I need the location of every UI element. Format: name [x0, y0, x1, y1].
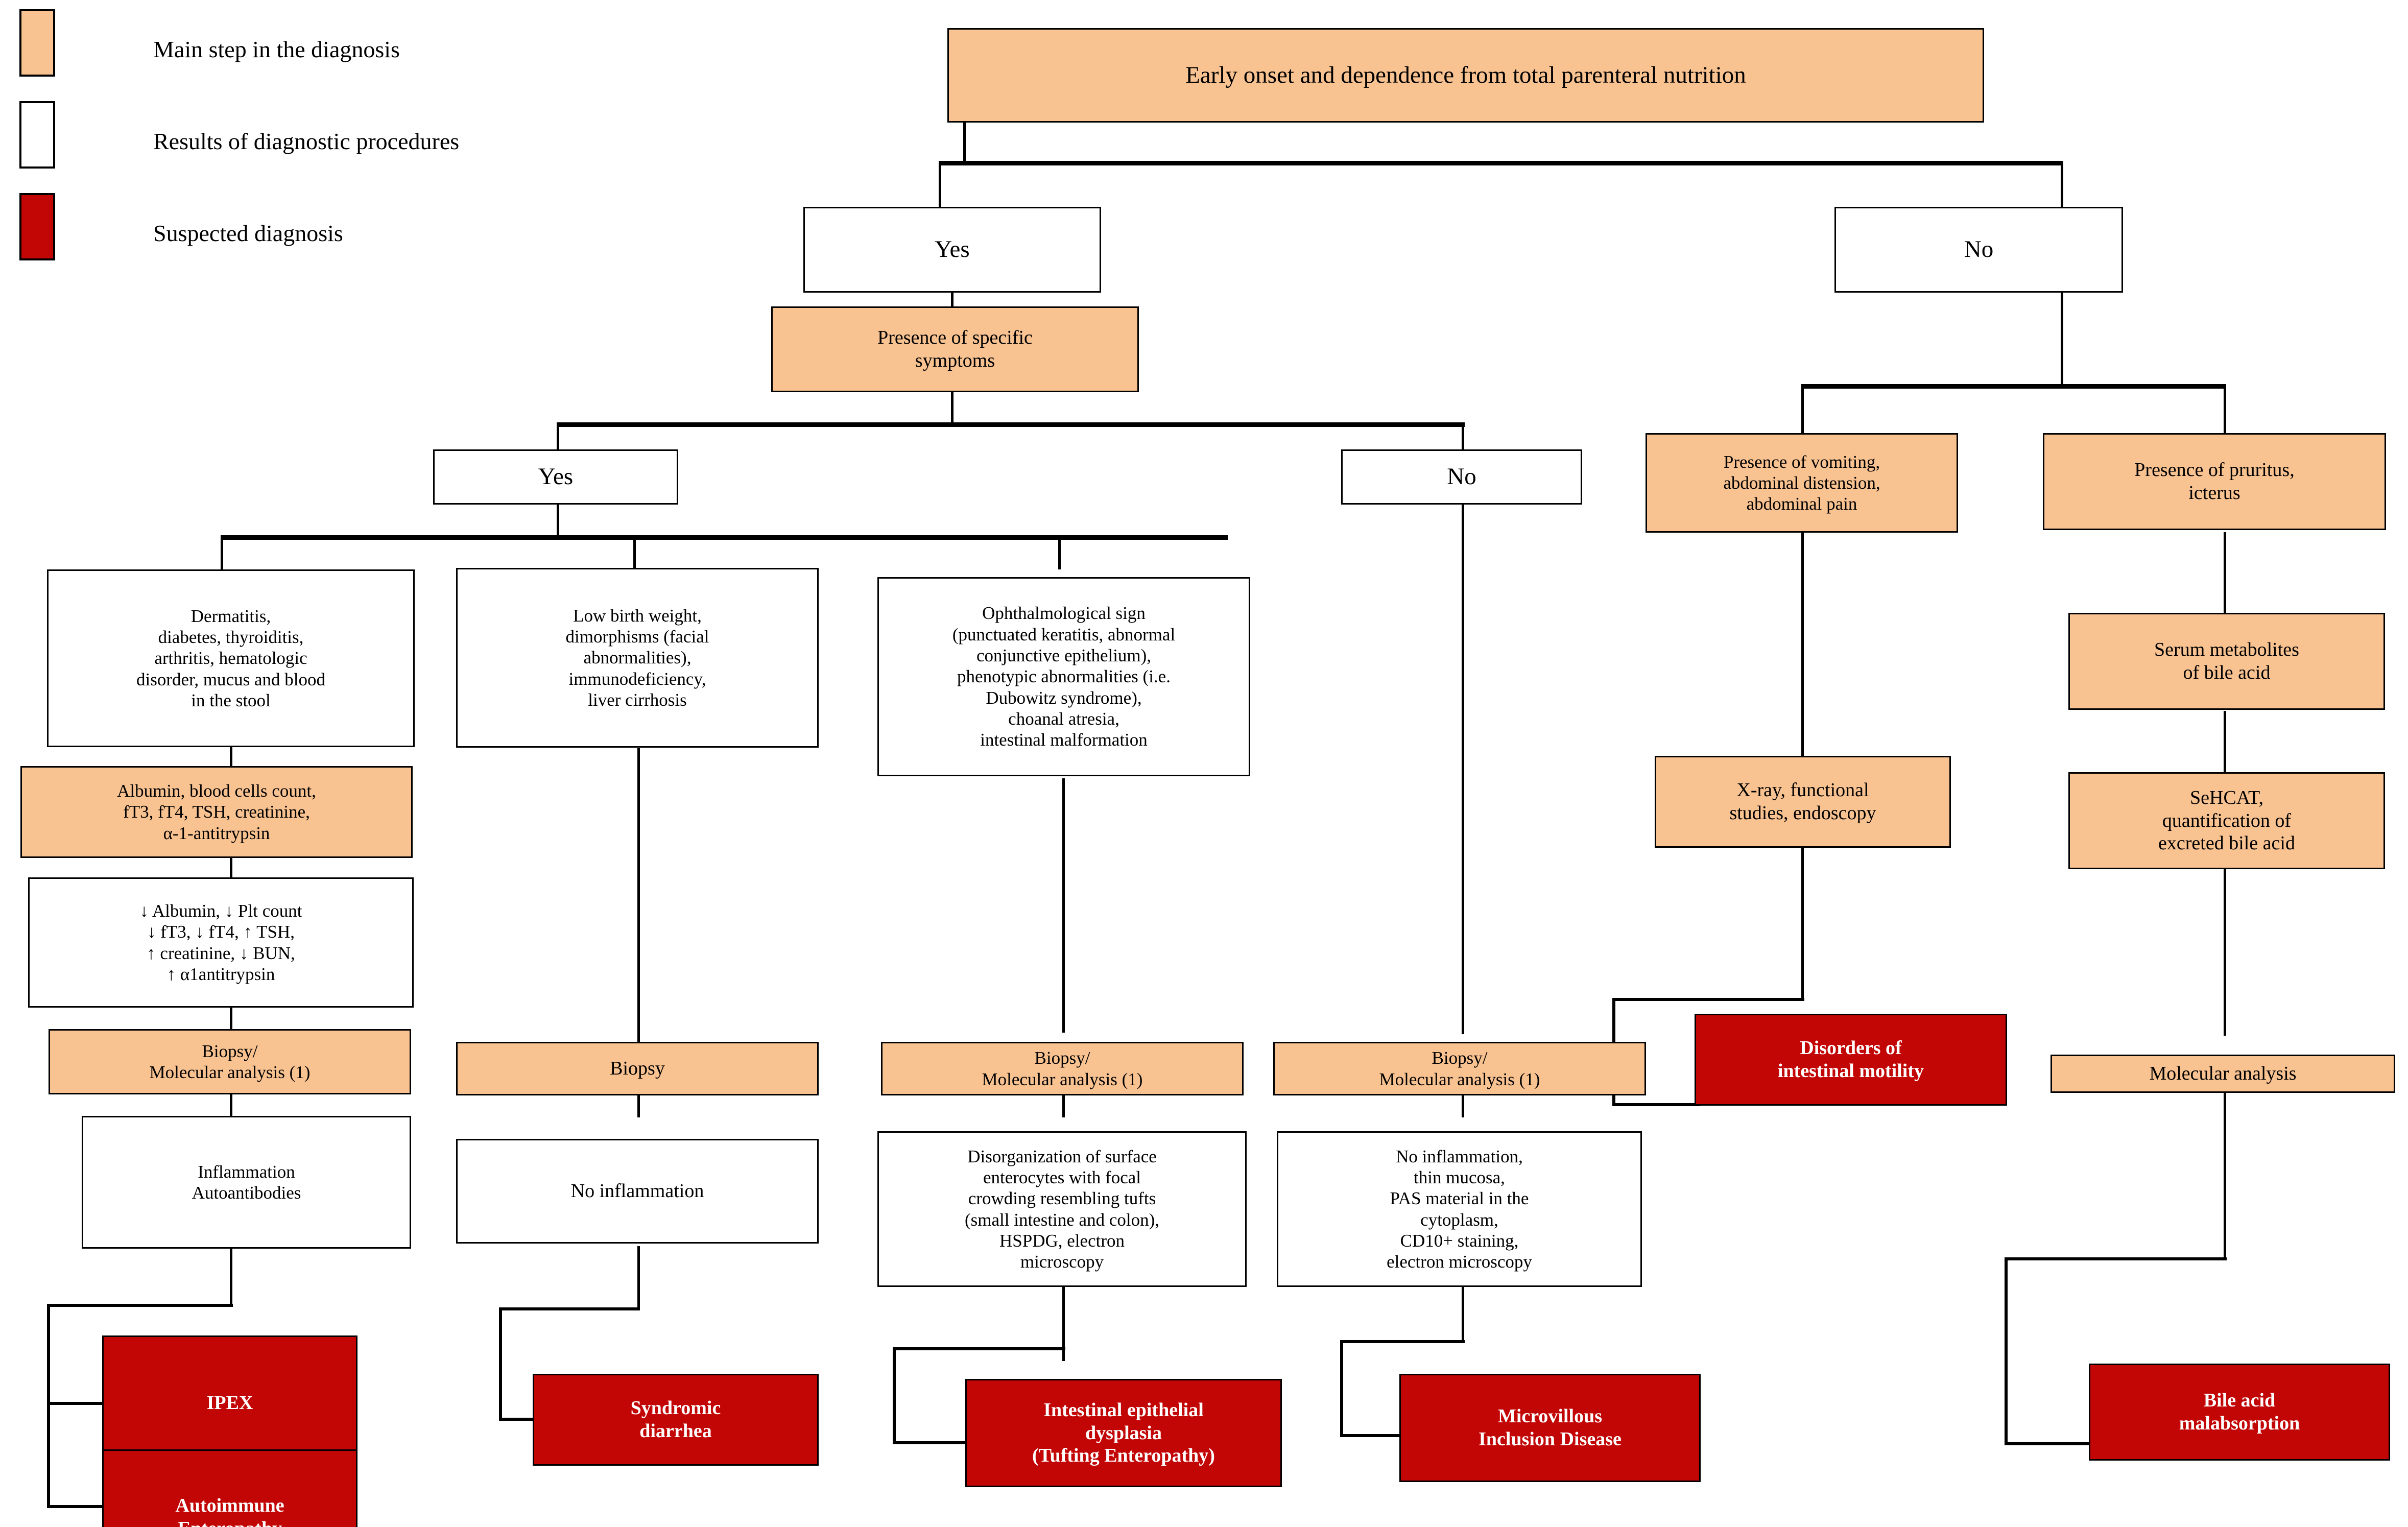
edge-bus-to-col5 [1801, 384, 1804, 435]
node-col6-sehcat: SeHCAT, quantification of excreted bile … [2068, 772, 2385, 869]
node-col6-signs: Presence of pruritus, icterus [2043, 433, 2386, 530]
edge-col6-left-rail [2005, 1257, 2008, 1445]
node-col1-diagnosis-autoimmune-enteropathy: Autoimmune Enteropathy [102, 1449, 357, 1527]
node-col1-signs: Dermatitis, diabetes, thyroiditis, arthr… [47, 569, 415, 747]
legend-label-suspected-diagnosis: Suspected diagnosis [153, 220, 343, 246]
edge-col1-left-rail [47, 1304, 50, 1508]
node-col5-diagnosis-intestinal-motility: Disorders of intestinal motility [1695, 1014, 2007, 1106]
edge-col5-to-dx [1612, 1103, 1700, 1106]
node-col3-biopsy: Biopsy/ Molecular analysis (1) [881, 1042, 1244, 1095]
edge-col4-biopsy-to-histology [1462, 1093, 1464, 1117]
node-specific-symptoms: Presence of specific symptoms [771, 306, 1139, 392]
node-col5-tests: X-ray, functional studies, endoscopy [1655, 756, 1951, 848]
edge-yes-to-symptoms [951, 291, 953, 308]
edge-sympno-to-biopsy [1462, 503, 1464, 1034]
node-root-title: Early onset and dependence from total pa… [947, 28, 1984, 123]
edge-sympyes-bus [221, 535, 1228, 540]
edge-col1-to-dx2 [47, 1505, 112, 1508]
edge-rootno-bus [1801, 384, 2226, 389]
edge-bus-to-col3 [1058, 535, 1061, 569]
node-root-yes: Yes [803, 207, 1101, 293]
edge-symptoms-down [951, 390, 953, 425]
node-col2-signs: Low birth weight, dimorphisms (facial ab… [456, 568, 819, 748]
legend-swatch-suspected-diagnosis [19, 193, 55, 260]
edge-symptoms-to-no [1462, 422, 1464, 452]
node-col1-diagnosis-ipex: IPEX [102, 1335, 357, 1471]
node-col3-signs: Ophthalmological sign (punctuated kerati… [877, 577, 1250, 776]
edge-bus-to-col1 [221, 535, 223, 569]
edge-col6-molecular-down [2224, 1092, 2226, 1260]
edge-col4-histology-down [1462, 1277, 1464, 1343]
edge-col1-histology-down [230, 1248, 232, 1306]
edge-sympyes-down [557, 503, 559, 538]
edge-rootno-down [2061, 291, 2063, 387]
edge-root-to-no [2061, 161, 2063, 209]
edge-col4-to-dx [1340, 1434, 1406, 1437]
edge-col3-biopsy-to-histology [1062, 1093, 1065, 1117]
node-col4-diagnosis-microvillous-inclusion: Microvillous Inclusion Disease [1399, 1374, 1701, 1482]
node-col3-diagnosis-tufting-enteropathy: Intestinal epithelial dysplasia (Tufting… [965, 1379, 1282, 1487]
edge-col3-signs-to-biopsy [1062, 778, 1065, 1033]
node-col1-labs: Albumin, blood cells count, fT3, fT4, TS… [20, 766, 413, 858]
edge-col6-signs-to-serum [2224, 532, 2226, 614]
legend-label-diagnostic-results: Results of diagnostic procedures [153, 128, 460, 154]
edge-col5-signs-to-tests [1801, 532, 1804, 772]
edge-col2-left-rail [499, 1307, 502, 1421]
edge-col6-serum-to-sehcat [2224, 711, 2226, 773]
edge-col2-histology-down [637, 1246, 640, 1310]
node-col2-biopsy: Biopsy [456, 1042, 819, 1095]
edge-col1-to-dx1 [47, 1402, 112, 1405]
edge-col3-histology-down [1062, 1287, 1065, 1361]
node-col2-histology: No inflammation [456, 1139, 819, 1244]
edge-bus-to-col2 [633, 535, 636, 569]
node-col6-diagnosis-bile-acid-malabsorption: Bile acid malabsorption [2089, 1364, 2390, 1461]
edge-col2-histology-left [499, 1307, 640, 1310]
edge-col1-signs-to-labs [230, 745, 232, 767]
node-col2-diagnosis-syndromic-diarrhea: Syndromic diarrhea [533, 1374, 819, 1466]
edge-root-to-yes [939, 161, 941, 209]
edge-col2-biopsy-to-histology [637, 1093, 640, 1117]
node-col3-histology: Disorganization of surface enterocytes w… [877, 1131, 1247, 1287]
edge-col5-tests-down [1801, 848, 1804, 1001]
node-col1-histology: Inflammation Autoantibodies [82, 1116, 411, 1249]
edge-symptoms-bus [557, 422, 1465, 427]
node-symptoms-no: No [1341, 449, 1582, 505]
node-symptoms-yes: Yes [433, 449, 678, 505]
node-col1-biopsy: Biopsy/ Molecular analysis (1) [49, 1029, 411, 1094]
node-col5-signs: Presence of vomiting, abdominal distensi… [1646, 433, 1958, 533]
edge-col4-left-rail [1340, 1340, 1343, 1437]
legend-swatch-main-step [19, 9, 55, 77]
node-root-no: No [1834, 207, 2123, 293]
edge-col1-labs-to-results [230, 856, 232, 878]
edge-col1-biopsy-to-histology [230, 1093, 232, 1117]
edge-root-down [963, 121, 966, 163]
edge-col3-to-dx [893, 1441, 973, 1444]
edge-col3-left-rail [893, 1347, 896, 1444]
edge-symptoms-to-yes [557, 422, 559, 452]
edge-col6-sehcat-to-molecular [2224, 868, 2226, 1036]
node-col6-serum: Serum metabolites of bile acid [2068, 613, 2385, 710]
edge-col4-histology-left [1340, 1340, 1465, 1343]
node-col4-biopsy: Biopsy/ Molecular analysis (1) [1273, 1042, 1646, 1095]
edge-root-bus [939, 161, 2063, 165]
edge-col3-histology-left [893, 1347, 1065, 1350]
node-col6-molecular: Molecular analysis [2051, 1055, 2395, 1093]
legend-swatch-diagnostic-results [19, 101, 55, 169]
edge-col2-signs-to-biopsy [637, 748, 640, 1044]
legend-label-main-step: Main step in the diagnosis [153, 36, 400, 62]
edge-col1-results-to-biopsy [230, 1006, 232, 1031]
edge-col6-to-dx [2005, 1442, 2092, 1445]
edge-col6-left [2005, 1257, 2227, 1260]
edge-bus-to-col6 [2224, 384, 2226, 435]
node-col4-histology: No inflammation, thin mucosa, PAS materi… [1277, 1131, 1642, 1287]
node-col1-lab-results: ↓ Albumin, ↓ Plt count ↓ fT3, ↓ fT4, ↑ T… [28, 877, 414, 1008]
edge-col1-histology-left [47, 1304, 233, 1307]
edge-col5-left [1612, 998, 1804, 1001]
